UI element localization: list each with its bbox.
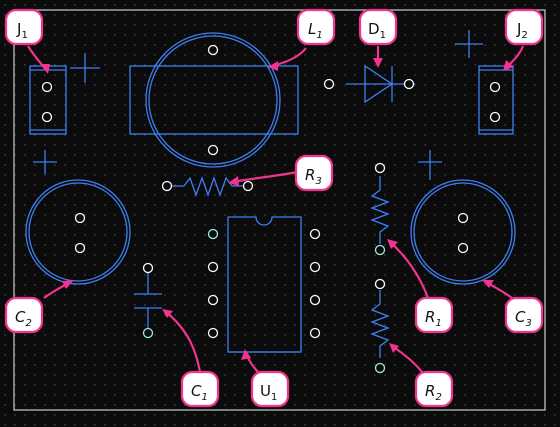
label-c1: C1: [191, 382, 208, 403]
label-j2: J2: [516, 20, 528, 41]
pad: [323, 78, 335, 90]
label-d1: D1: [368, 20, 386, 41]
label-u1: U1: [260, 382, 277, 403]
capacitor-c2: [25, 179, 131, 285]
pad: [374, 162, 386, 174]
label-r3: R3: [305, 166, 322, 187]
pad: [74, 212, 86, 224]
callout-arrowhead: [162, 309, 173, 318]
pad: [207, 261, 219, 273]
pad: [207, 294, 219, 306]
plus-icon: [33, 150, 57, 174]
pad: [242, 180, 254, 192]
callout-leader-r3: [231, 170, 299, 184]
callout-arrowhead: [62, 280, 74, 289]
plus-icon: [418, 150, 442, 180]
pad: [403, 78, 415, 90]
pad: [142, 262, 154, 274]
pad-pin1: [374, 244, 386, 256]
callout-arrowhead: [387, 239, 398, 249]
callout-arrowhead: [389, 343, 399, 353]
pad: [489, 111, 501, 123]
board-outline: [13, 9, 546, 411]
pad: [457, 242, 469, 254]
pad: [309, 261, 321, 273]
pad: [309, 228, 321, 240]
pad: [207, 44, 219, 56]
label-c3: C3: [515, 308, 532, 329]
pad: [457, 212, 469, 224]
pad: [74, 242, 86, 254]
ic-u1: [227, 216, 302, 353]
pad: [309, 294, 321, 306]
pad: [207, 327, 219, 339]
label-l1: L1: [308, 20, 323, 41]
resistor-r2: [370, 290, 390, 358]
label-c2: C2: [15, 308, 32, 329]
callout-leader-r1: [389, 241, 430, 299]
pad-pin1: [142, 327, 154, 339]
pad: [41, 81, 53, 93]
callout-arrowhead: [228, 176, 239, 186]
pad-pin1: [374, 362, 386, 374]
pad: [161, 180, 173, 192]
callout-arrowhead: [482, 280, 494, 288]
resistor-r3: [168, 176, 248, 197]
plus-icon: [455, 30, 483, 58]
capacitor-c3: [410, 179, 516, 285]
connector-j2: [478, 65, 514, 135]
callout-arrowhead: [503, 60, 514, 71]
inductor-l1: [129, 32, 299, 168]
callout-arrowhead: [373, 58, 383, 68]
pad: [41, 111, 53, 123]
callout-arrowhead: [268, 61, 278, 71]
pad: [489, 81, 501, 93]
plus-icon: [70, 53, 100, 83]
callout-arrowhead: [40, 64, 50, 74]
pad: [374, 278, 386, 290]
callout-leader-c1: [165, 311, 202, 373]
label-r1: R1: [425, 308, 442, 329]
pad: [309, 327, 321, 339]
diode-d1: [346, 64, 415, 104]
resistor-r1: [370, 176, 390, 244]
pad-pin1: [207, 228, 219, 240]
pad: [207, 144, 219, 156]
callout-arrowhead: [241, 349, 251, 360]
label-j1: J1: [16, 20, 28, 41]
label-r2: R2: [425, 382, 442, 403]
